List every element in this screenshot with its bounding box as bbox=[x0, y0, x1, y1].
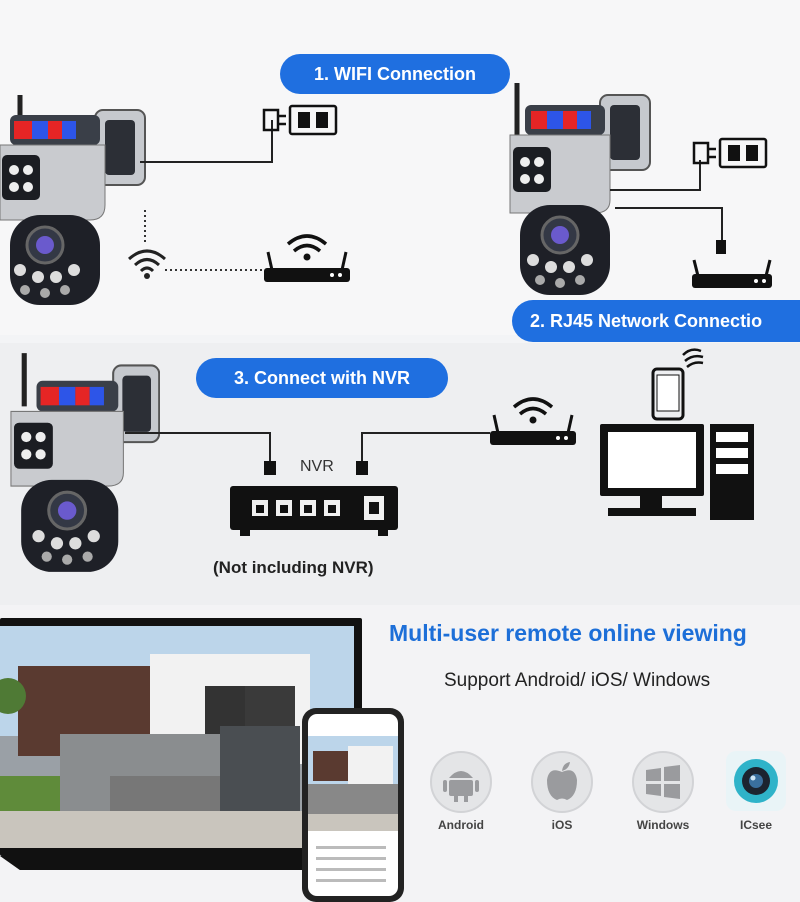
windows-label: Windows bbox=[636, 818, 690, 832]
phone-screen bbox=[308, 714, 398, 896]
nvr-connection-label: 3. Connect with NVR bbox=[196, 358, 448, 398]
rj45-connection-label: 2. RJ45 Network Connectio bbox=[512, 300, 800, 342]
ethernet-router-icon bbox=[692, 240, 772, 288]
phone-device bbox=[302, 708, 404, 902]
power-adapter-icon bbox=[692, 137, 768, 169]
camera-3 bbox=[10, 353, 160, 572]
power-adapter-icon bbox=[262, 104, 338, 136]
camera-2 bbox=[509, 83, 651, 295]
windows-icon bbox=[632, 751, 694, 813]
icsee-icon bbox=[726, 751, 786, 811]
multi-user-heading: Multi-user remote online viewing bbox=[389, 620, 747, 646]
desktop-computer-icon bbox=[600, 424, 754, 520]
router-icon bbox=[264, 234, 350, 282]
nvr-wires bbox=[125, 432, 490, 475]
nvr-device-icon bbox=[230, 486, 398, 536]
android-label: Android bbox=[438, 818, 484, 832]
phone-camera-feed bbox=[308, 736, 398, 831]
router-icon bbox=[490, 397, 576, 445]
nvr-note: (Not including NVR) bbox=[213, 558, 374, 577]
smartphone-icon bbox=[651, 348, 704, 421]
house-photo bbox=[0, 626, 354, 848]
rj45-wires bbox=[610, 160, 723, 240]
support-platforms-text: Support Android/ iOS/ Windows bbox=[444, 670, 711, 691]
wifi-wires bbox=[140, 120, 273, 271]
apple-icon bbox=[531, 751, 593, 813]
icsee-label: ICsee bbox=[739, 818, 773, 832]
wifi-signal-icon bbox=[128, 249, 166, 279]
tv-stand bbox=[0, 856, 330, 870]
camera-1 bbox=[0, 95, 146, 305]
phone-app-list bbox=[316, 842, 386, 890]
ios-label: iOS bbox=[551, 818, 573, 832]
tv-monitor bbox=[0, 618, 362, 856]
nvr-label: NVR bbox=[300, 458, 334, 475]
android-icon bbox=[430, 751, 492, 813]
wifi-connection-label: 1. WIFI Connection bbox=[280, 54, 510, 94]
